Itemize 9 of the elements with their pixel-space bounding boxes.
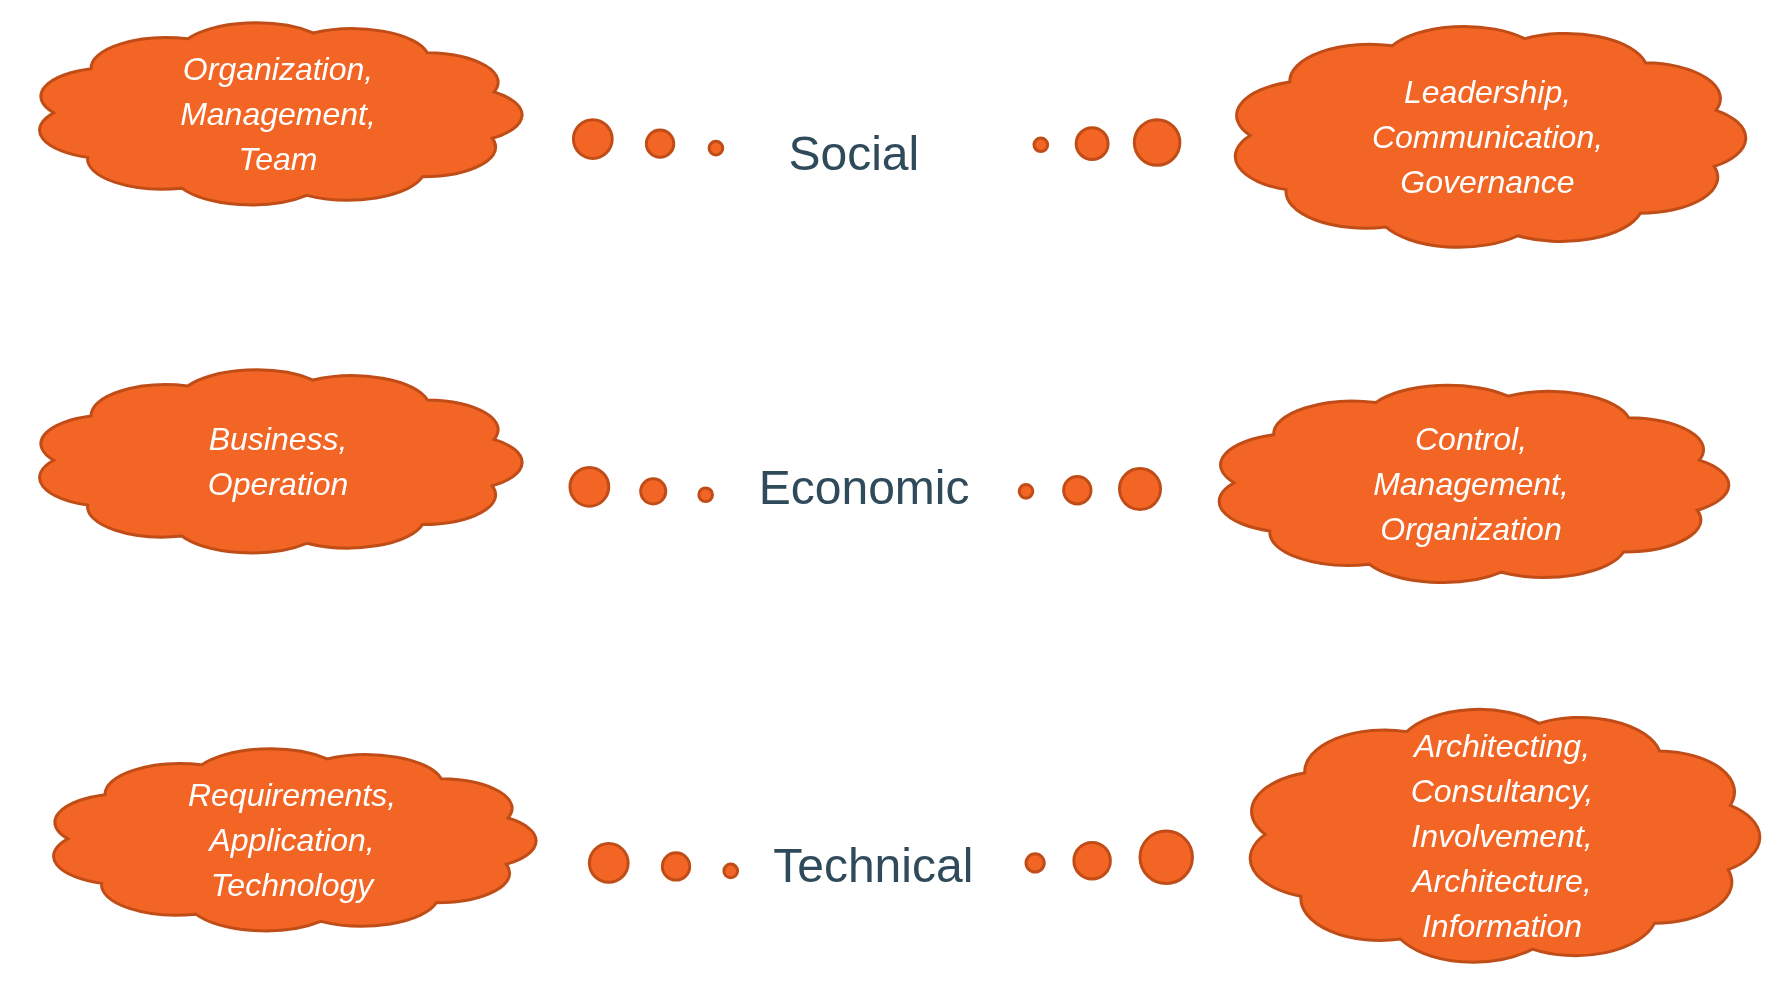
cloud-text: Business, Operation [207, 419, 349, 504]
cloud-text: Architecting, Consultancy, Involvement, Architecture, Information [1410, 726, 1594, 946]
cloud-text: Control, Management, Organization [1373, 419, 1569, 549]
cloud-text: Requirements, Application, Technology [187, 775, 397, 905]
cloud-text: Leadership, Communication, Governance [1371, 72, 1604, 202]
dimension-label: Social [788, 125, 920, 182]
dimension-label: Technical [773, 838, 974, 895]
dimension-label: Economic [758, 459, 970, 516]
cloud-text: Organization, Management, Team [180, 49, 376, 179]
